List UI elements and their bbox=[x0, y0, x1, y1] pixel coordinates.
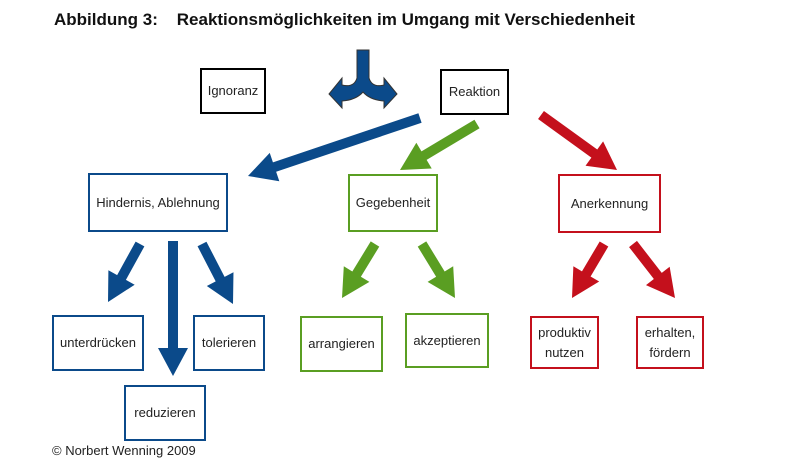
arrow-reaktion-to-gegebenheit bbox=[400, 119, 480, 170]
fork-arrow-icon bbox=[328, 49, 398, 110]
node-hindernis-ablehnung: Hindernis, Ablehnung bbox=[88, 173, 228, 232]
node-anerkennung: Anerkennung bbox=[558, 174, 661, 233]
arrow-reaktion-to-hindernis bbox=[248, 113, 422, 182]
arrow-anerkennung-to-erhalten bbox=[629, 240, 675, 298]
arrow-hindernis-to-reduzieren bbox=[158, 241, 188, 376]
node-arrangieren: arrangieren bbox=[300, 316, 383, 372]
node-gegebenheit: Gegebenheit bbox=[348, 174, 438, 232]
arrow-reaktion-to-anerkennung bbox=[538, 110, 617, 170]
copyright: © Norbert Wenning 2009 bbox=[52, 443, 196, 458]
node-ignoranz: Ignoranz bbox=[200, 68, 266, 114]
node-tolerieren: tolerieren bbox=[193, 315, 265, 371]
arrow-anerkennung-to-produktiv bbox=[572, 241, 609, 298]
node-produktiv-nutzen: produktiv nutzen bbox=[530, 316, 599, 369]
node-unterdruecken: unterdrücken bbox=[52, 315, 144, 371]
arrow-hindernis-to-tolerieren bbox=[197, 241, 234, 304]
arrow-gegebenheit-to-arrangieren bbox=[342, 241, 380, 298]
figure-title: Abbildung 3: Reaktionsmöglichkeiten im U… bbox=[54, 10, 635, 29]
arrow-gegebenheit-to-akzeptieren bbox=[417, 241, 455, 298]
arrow-hindernis-to-unterdruecken bbox=[108, 241, 145, 302]
node-reduzieren: reduzieren bbox=[124, 385, 206, 441]
node-reaktion: Reaktion bbox=[440, 69, 509, 115]
node-erhalten-foerdern: erhalten, fördern bbox=[636, 316, 704, 369]
node-akzeptieren: akzeptieren bbox=[405, 313, 489, 368]
